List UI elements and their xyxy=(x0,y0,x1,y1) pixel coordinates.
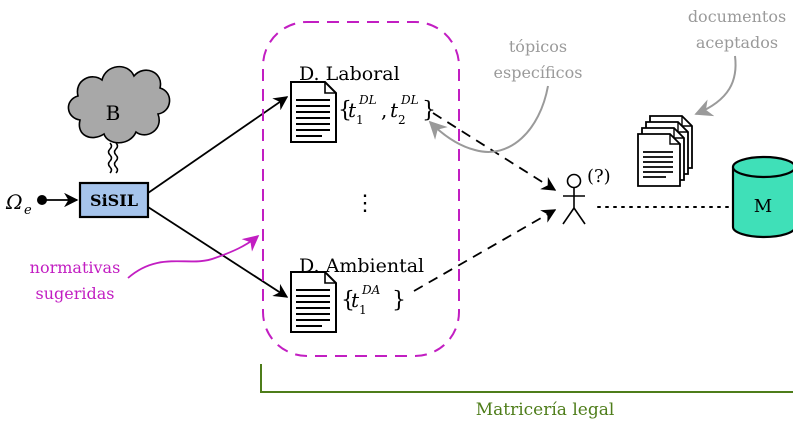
matriceria-line xyxy=(260,364,793,393)
topicos-line1: tópicos xyxy=(509,37,567,56)
wavy-link-right xyxy=(113,142,119,174)
doc-laboral-label: D. Laboral xyxy=(299,63,400,85)
user-icon xyxy=(562,173,586,225)
document-icon xyxy=(290,271,337,333)
normativas-line2: sugeridas xyxy=(36,284,115,303)
topics-laboral: { t 1 DL , t 2 DL } xyxy=(338,93,436,127)
omega-subscript: e xyxy=(24,203,32,218)
svg-text:DA: DA xyxy=(361,283,381,297)
svg-text:{: { xyxy=(338,98,352,123)
question-label: (?) xyxy=(587,166,611,187)
doc-ambiental: D. Ambiental { t 1 DA } xyxy=(290,255,424,333)
arrow-to-ambiental xyxy=(147,206,289,298)
accepted-documents-stack xyxy=(637,115,693,187)
arrow-to-laboral xyxy=(147,96,289,194)
doc-laboral: D. Laboral { t 1 DL , t 2 DL } xyxy=(290,63,436,143)
dashed-arrow-ambiental-to-user xyxy=(413,209,557,292)
svg-text:1: 1 xyxy=(359,303,367,317)
svg-text:t: t xyxy=(390,98,399,122)
sisil-box xyxy=(78,181,150,219)
database-m: M xyxy=(731,155,793,239)
documentos-annotation: documentos aceptados xyxy=(688,7,786,117)
svg-text:t: t xyxy=(348,98,357,122)
matriceria-bracket: Matricería legal xyxy=(260,364,793,420)
cloud-shape xyxy=(67,65,171,144)
svg-text:2: 2 xyxy=(398,113,406,127)
doc-ambiental-label: D. Ambiental xyxy=(299,255,424,277)
database-label: M xyxy=(754,196,772,217)
topicos-annotation: tópicos específicos xyxy=(428,37,583,153)
svg-text:DL: DL xyxy=(358,93,377,107)
topicos-pointer xyxy=(428,85,549,153)
document-icon xyxy=(637,133,681,187)
wavy-link-left xyxy=(107,142,113,174)
normativas-annotation: normativas sugeridas xyxy=(30,234,260,303)
omega-input: Ω e xyxy=(5,190,79,218)
topicos-line2: específicos xyxy=(494,63,583,82)
svg-text:t: t xyxy=(351,288,360,312)
svg-text:DL: DL xyxy=(400,93,419,107)
svg-text:1: 1 xyxy=(356,113,364,127)
suggested-docs-box xyxy=(262,21,460,357)
svg-text:}: } xyxy=(422,98,436,123)
sisil-label: SiSIL xyxy=(90,191,138,210)
documentos-line1: documentos xyxy=(688,7,786,26)
database-body xyxy=(731,167,793,239)
documentos-line2: aceptados xyxy=(696,33,778,52)
omega-label: Ω xyxy=(5,190,23,214)
sisil-node: SiSIL xyxy=(78,181,150,219)
matriceria-label: Matricería legal xyxy=(476,400,615,420)
more-docs-ellipsis: ⋮ xyxy=(354,191,376,216)
b-cloud-node: B xyxy=(67,65,171,144)
topics-ambiental: { t 1 DA } xyxy=(341,283,406,317)
database-top xyxy=(731,155,793,179)
documentos-pointer xyxy=(694,55,737,117)
document-icon xyxy=(290,81,337,143)
svg-text:,: , xyxy=(381,98,387,122)
normativas-pointer xyxy=(127,234,260,279)
svg-text:}: } xyxy=(392,288,406,313)
normativas-line1: normativas xyxy=(30,258,121,277)
cloud-label: B xyxy=(106,101,121,125)
svg-text:{: { xyxy=(341,288,355,313)
